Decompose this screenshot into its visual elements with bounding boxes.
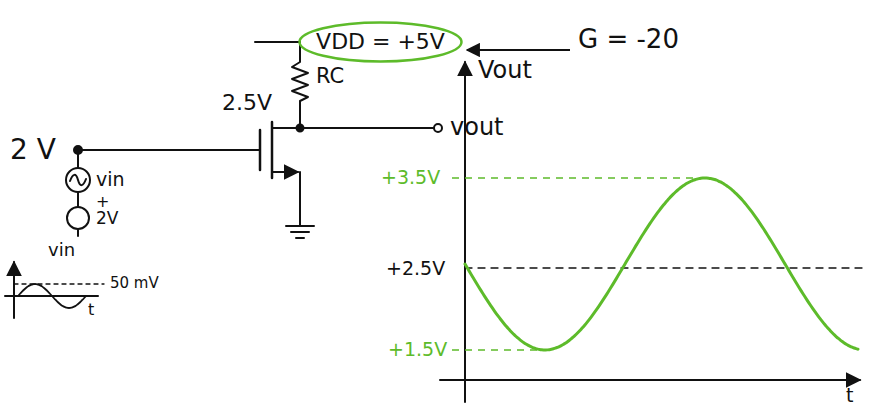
input-terminal [74, 146, 82, 154]
text-label: RC [316, 66, 344, 87]
text-label: + [96, 194, 109, 210]
supply-ellipse: VDD = +5V [298, 21, 463, 63]
source-arrow [272, 171, 298, 173]
text-label: vin [48, 241, 75, 259]
text-label: vout [450, 115, 504, 139]
axis-line [464, 62, 466, 402]
text-label: +1.5V [388, 340, 447, 359]
text-label: 2 V [10, 136, 56, 164]
text-label: 2.5V [222, 92, 272, 114]
dashed-level [14, 283, 104, 284]
drain-wire [272, 127, 300, 129]
text-label: +2.5V [386, 259, 445, 278]
text-label: vin [96, 170, 125, 189]
node-text: VDD = +5V [316, 31, 445, 53]
source-wire [299, 172, 301, 226]
ac-tilde [70, 175, 86, 185]
supply-rail [255, 41, 300, 43]
text-label: 50 mV [110, 276, 159, 291]
text-label: t [846, 386, 853, 405]
output-terminal [434, 124, 442, 132]
input-waveform [18, 284, 86, 308]
input-wire [77, 154, 79, 168]
axis-line [13, 262, 15, 318]
text-label: t [88, 302, 94, 318]
resistor-symbol [292, 42, 308, 128]
input-wire [77, 192, 79, 207]
text-label: Vout [478, 58, 532, 82]
ground-symbol [286, 226, 314, 238]
text-label: 2V [96, 210, 118, 227]
text-label: +3.5V [381, 168, 440, 187]
dashed-level [452, 349, 545, 351]
gate-wire [82, 149, 260, 151]
text-label: G = -20 [578, 26, 679, 52]
axis-line [440, 379, 860, 381]
input-wire [77, 229, 79, 236]
leader-arrow [467, 49, 570, 51]
dashed-level [452, 177, 700, 179]
dashed-level [465, 267, 862, 268]
output-wire [300, 127, 434, 129]
output-waveform [465, 178, 858, 350]
ellipse-shape [300, 23, 462, 62]
mosfet-channel [271, 122, 274, 178]
ac-source-symbol [66, 168, 90, 192]
dc-source-symbol [67, 207, 89, 229]
